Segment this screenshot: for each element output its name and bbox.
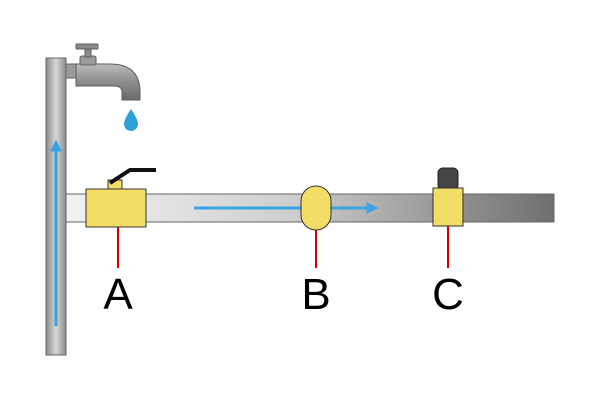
ball-valve-a xyxy=(85,168,156,228)
faucet-icon xyxy=(65,43,141,101)
inline-device-b xyxy=(300,185,332,231)
label-c: C xyxy=(432,270,464,319)
fitting-c xyxy=(432,167,464,227)
label-b: B xyxy=(301,270,330,319)
water-drop-icon xyxy=(124,109,138,131)
label-a: A xyxy=(103,270,133,319)
